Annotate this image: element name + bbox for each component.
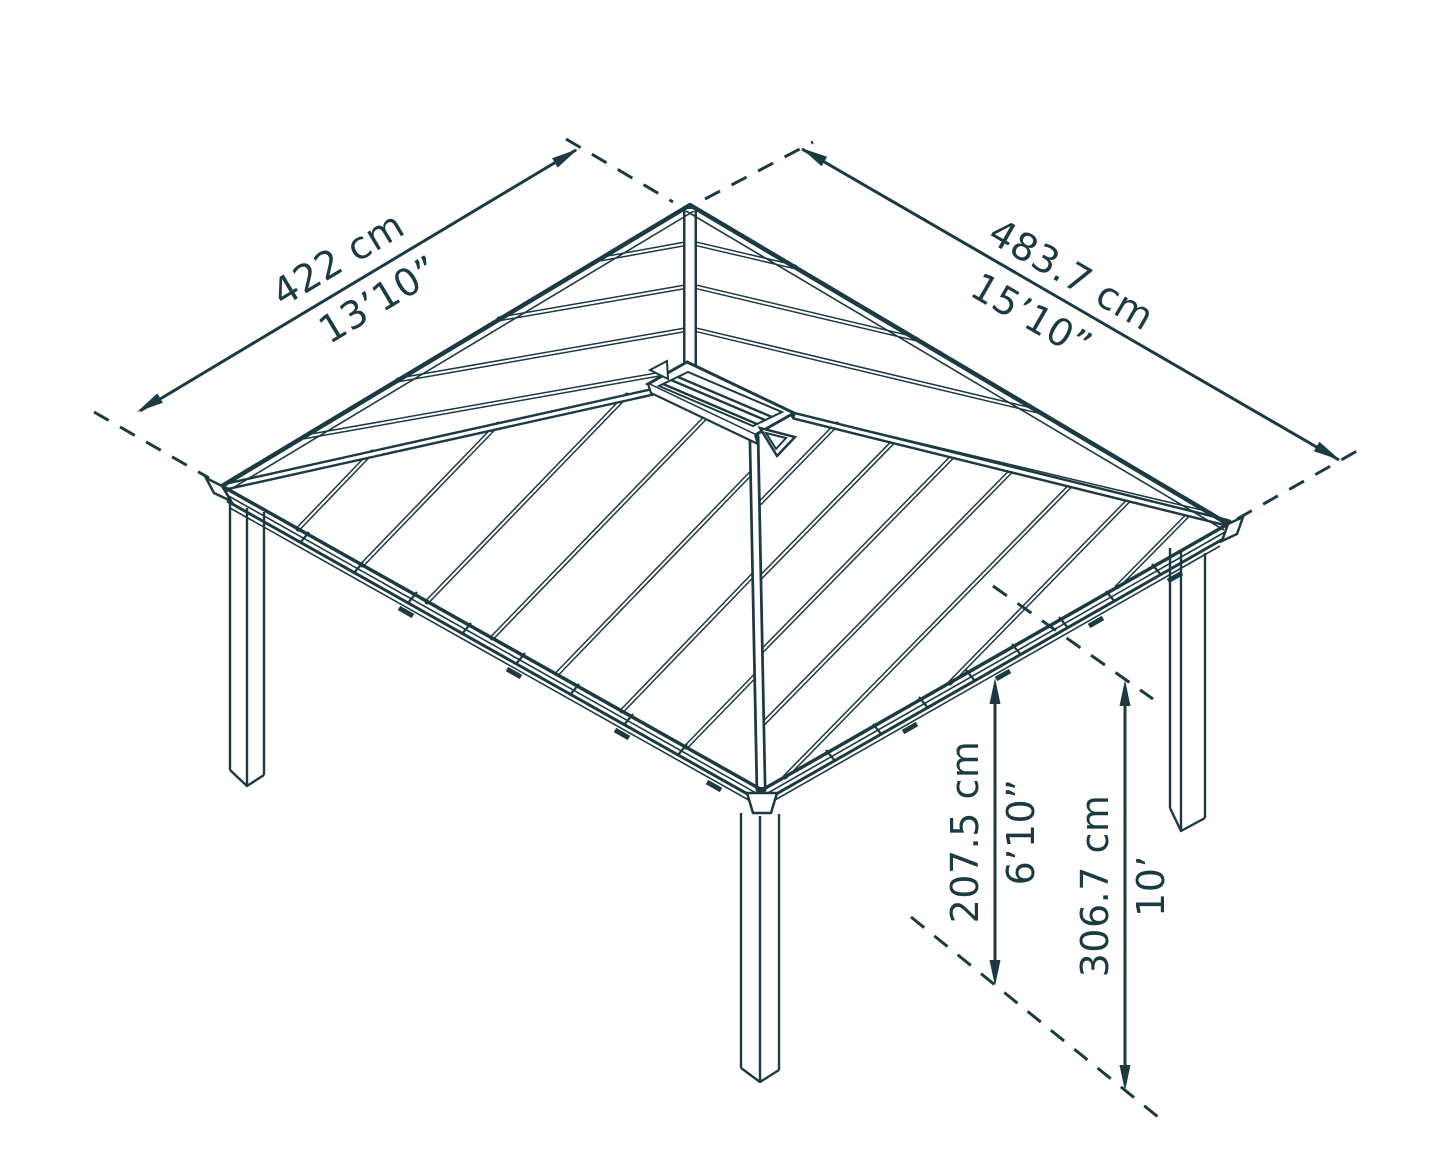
hip-ridge-beams bbox=[220, 207, 1232, 795]
front-corner-cap bbox=[745, 791, 779, 815]
left-post bbox=[228, 502, 266, 788]
roof-vent bbox=[644, 359, 798, 459]
vent-right-gusset bbox=[757, 426, 798, 459]
posts bbox=[228, 502, 1207, 1084]
apex-left-dash bbox=[565, 137, 674, 204]
left-corner-cap bbox=[203, 475, 235, 504]
gutter-ticks bbox=[299, 531, 1162, 762]
ground-level-dash bbox=[910, 915, 1164, 1123]
vent-louvers bbox=[662, 375, 773, 426]
front-post bbox=[739, 813, 781, 1084]
dimension-lines bbox=[139, 147, 1340, 1068]
roof-panel-seams bbox=[295, 241, 1214, 780]
dim-line-right-width bbox=[801, 147, 1340, 462]
total-height-metric: 306.7 cm bbox=[1073, 795, 1117, 978]
peak-level-dash bbox=[992, 584, 1154, 701]
label-eave-height: 207.5 cm 6’10” bbox=[943, 741, 1043, 924]
label-right-width: 483.7 cm 15’10” bbox=[963, 210, 1161, 368]
back-eave-edges bbox=[219, 202, 1231, 531]
dimension-arrowheads bbox=[137, 148, 1340, 1091]
left-corner-dash bbox=[93, 410, 210, 480]
vent-left-gusset bbox=[647, 359, 670, 381]
total-height-imperial: 10’ bbox=[1129, 855, 1173, 917]
vent-side-face bbox=[646, 383, 760, 447]
dim-line-left-width bbox=[139, 148, 577, 413]
label-total-height: 306.7 cm 10’ bbox=[1073, 795, 1173, 978]
extension-lines bbox=[93, 137, 1358, 1123]
eave-height-imperial: 6’10” bbox=[999, 779, 1043, 886]
eave-height-metric: 207.5 cm bbox=[943, 741, 987, 924]
gutter-clips bbox=[397, 570, 1184, 793]
right-post bbox=[1168, 548, 1207, 833]
right-corner-dash bbox=[1236, 449, 1358, 521]
apex-right-dash bbox=[704, 140, 814, 201]
gutter-bands bbox=[203, 475, 1246, 815]
